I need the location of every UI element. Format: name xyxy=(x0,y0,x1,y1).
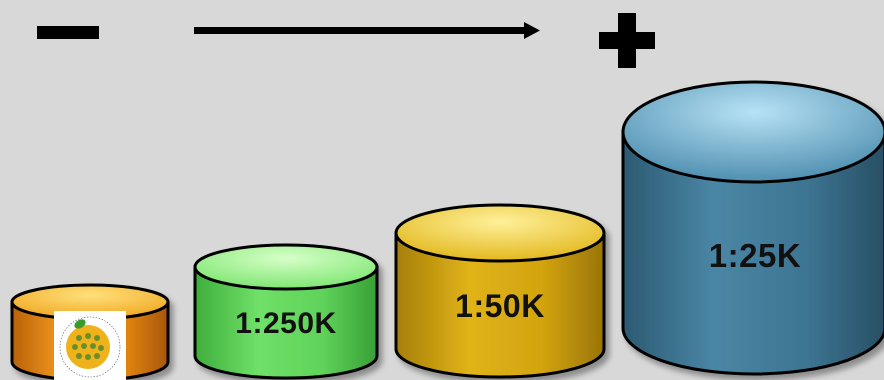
label-1-250k: 1:250K xyxy=(235,307,337,340)
cylinder-250k xyxy=(193,243,379,380)
label-1-25k: 1:25K xyxy=(708,237,802,274)
arrow-right-icon xyxy=(194,22,540,39)
minus-icon xyxy=(37,26,99,39)
plus-icon xyxy=(599,13,655,68)
label-1-50k: 1:50K xyxy=(455,288,545,324)
cylinder-50k xyxy=(394,203,606,379)
inspire-logo xyxy=(54,311,126,380)
cylinder-25k xyxy=(621,80,884,376)
